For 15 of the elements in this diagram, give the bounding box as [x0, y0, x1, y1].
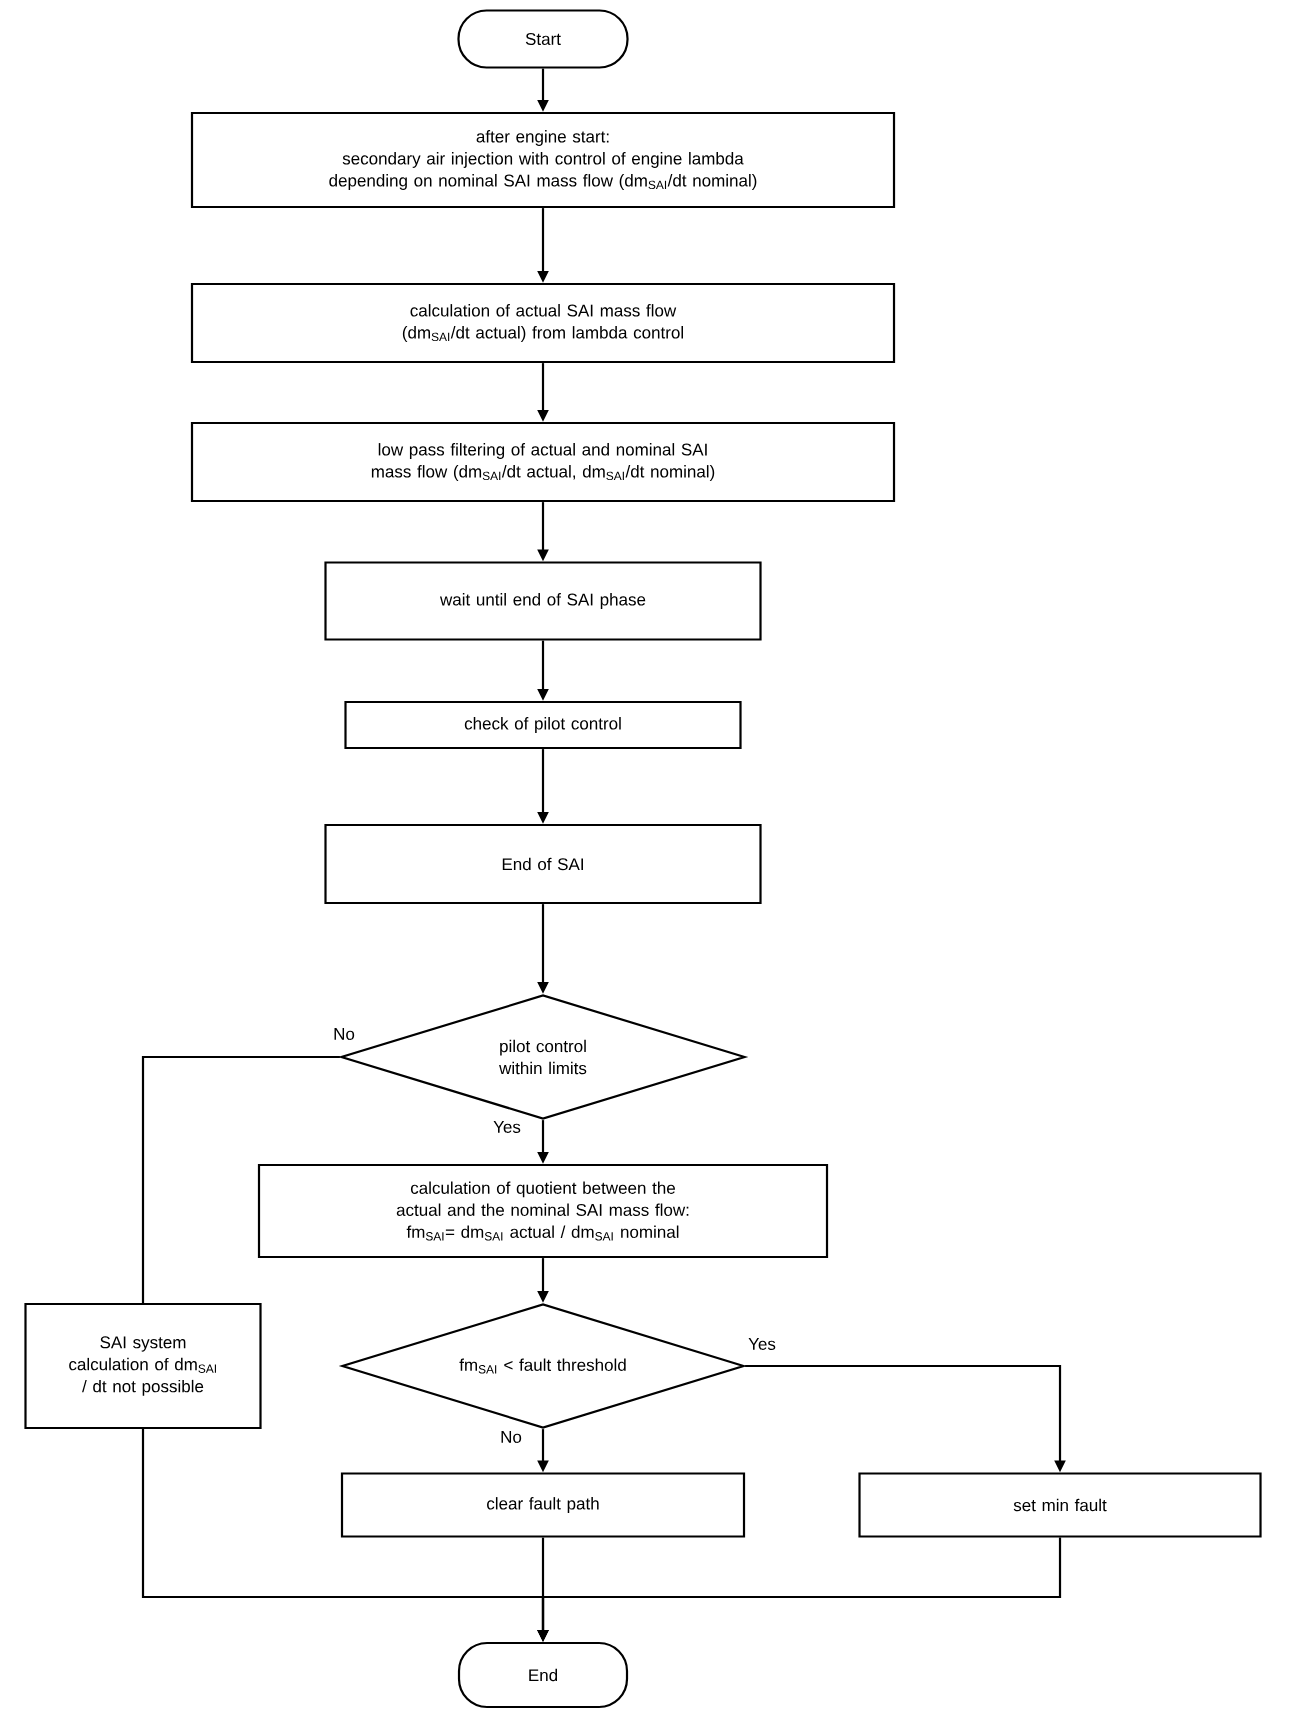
terminal-box: End: [457, 1641, 629, 1709]
edge-label: Yes: [747, 1337, 777, 1351]
process-box: End of SAI: [324, 823, 762, 905]
process-box: check of pilot control: [344, 700, 742, 750]
process-box: SAI system calculation of dm$_{SAI}$ / dt not possible: [24, 1302, 262, 1430]
process-box: after engine start: secondary air injection with control of engine lambda depending on nominal SAI mass flow (dm$_{SAI}$/dt nominal): [190, 111, 896, 209]
process-box: clear fault path: [340, 1472, 746, 1538]
process-box: low pass filtering of actual and nominal SAI mass flow (dm$_{SAI}$/dt actual, dm$_{SAI}$/dt nominal): [190, 421, 896, 503]
edge-label: No: [499, 1430, 523, 1444]
edge-label: Yes: [492, 1120, 522, 1134]
terminal-box: Start: [457, 9, 629, 69]
process-box: calculation of quotient between the actual and the nominal SAI mass flow: fm$_{SAI}$= dm$_{SAI}$ actual / dm$_{SAI}$ nominal: [257, 1163, 829, 1259]
process-box: calculation of actual SAI mass flow (dm$_{SAI}$/dt actual) from lambda control: [190, 282, 896, 364]
process-box: set min fault: [858, 1472, 1262, 1538]
process-box: wait until end of SAI phase: [324, 561, 762, 641]
